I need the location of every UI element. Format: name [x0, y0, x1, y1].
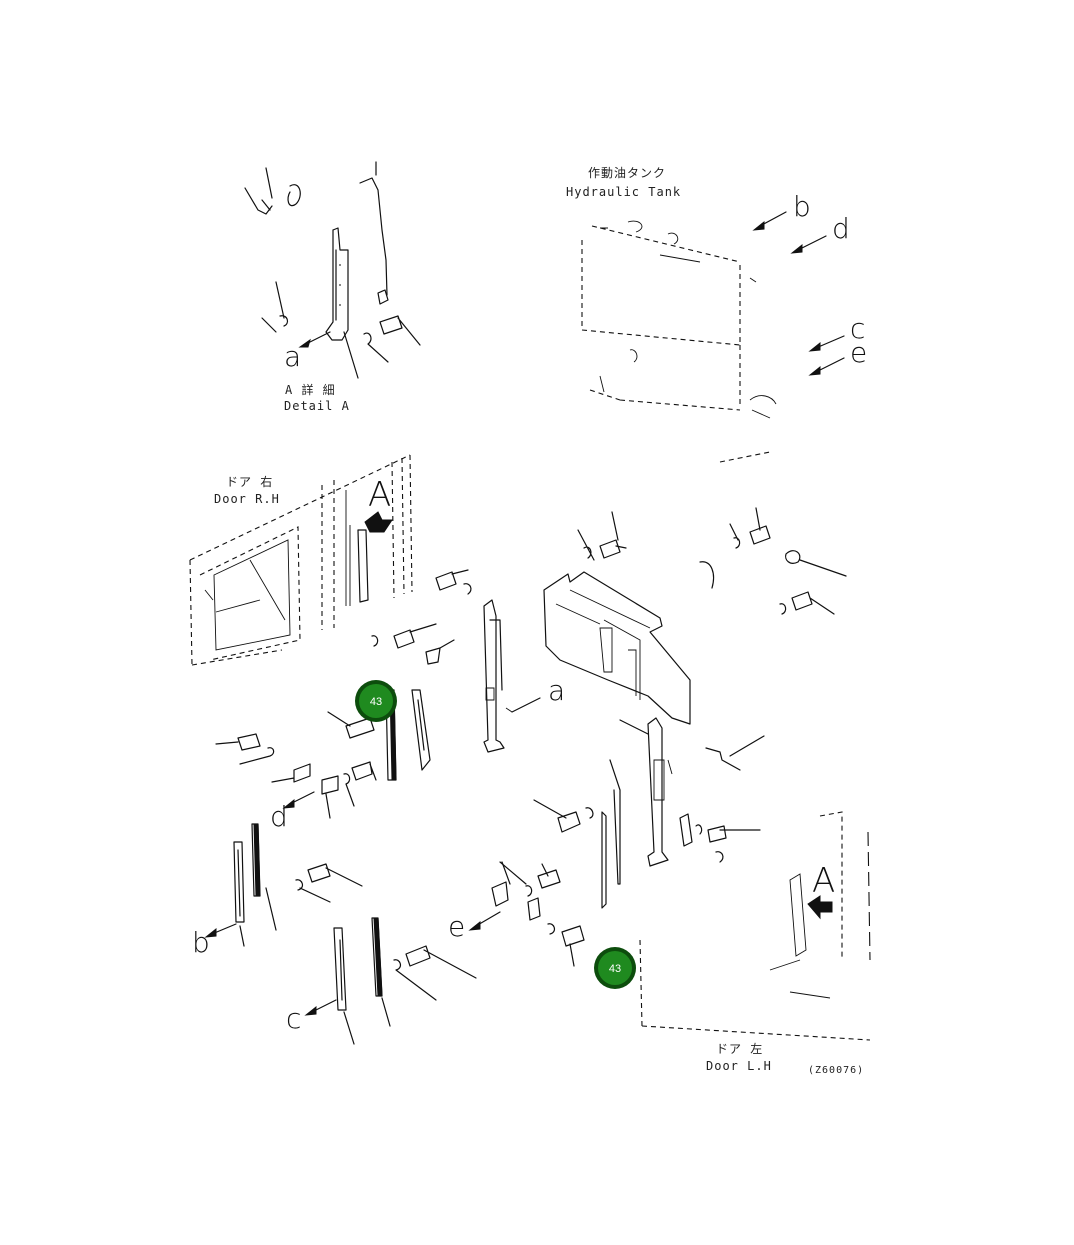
caption-door-lh-en: Door L.H [706, 1059, 772, 1073]
svg-text:43: 43 [370, 696, 382, 708]
letter-b-left: b [192, 926, 210, 959]
svg-text:43: 43 [609, 963, 621, 975]
caption-tank-en: Hydraulic Tank [566, 185, 681, 199]
caption-door-lh-jp: ドア 左 [716, 1041, 763, 1056]
view-a-label-top: A [368, 475, 391, 515]
letter-e-tank: e [850, 336, 867, 369]
caption-tank-jp: 作動油タンク [588, 166, 666, 180]
letter-c-left: c [286, 1002, 301, 1035]
drawing-number: (Z60076) [808, 1065, 864, 1076]
callout-43-lower[interactable]: 43 [594, 947, 636, 989]
caption-detail-en: Detail A [284, 399, 350, 413]
letter-a-bracket: a [548, 674, 565, 707]
door-lh-drawing [639, 811, 871, 1041]
view-a-label-right: A [812, 861, 835, 901]
caption-door-rh-jp: ドア 右 [226, 474, 273, 489]
callout-43-upper[interactable]: 43 [355, 680, 397, 722]
lower-strips-drawing [204, 823, 477, 1045]
hydraulic-tank-drawing [581, 211, 845, 463]
caption-detail-jp: A 詳 細 [285, 382, 336, 397]
letter-e-mid: e [448, 910, 465, 943]
right-plate-drawing [543, 507, 847, 867]
door-rh-drawing [189, 454, 413, 666]
letter-d-left: d [270, 800, 288, 833]
letter-a-detail: a [284, 340, 301, 373]
letter-b-tank: b [793, 190, 811, 223]
letter-d-tank: d [832, 212, 850, 245]
letter-c-tank: c [850, 312, 865, 345]
lower-center-drawing [468, 759, 621, 967]
detail-a-drawing [244, 161, 421, 379]
caption-door-rh-en: Door R.H [214, 492, 280, 506]
